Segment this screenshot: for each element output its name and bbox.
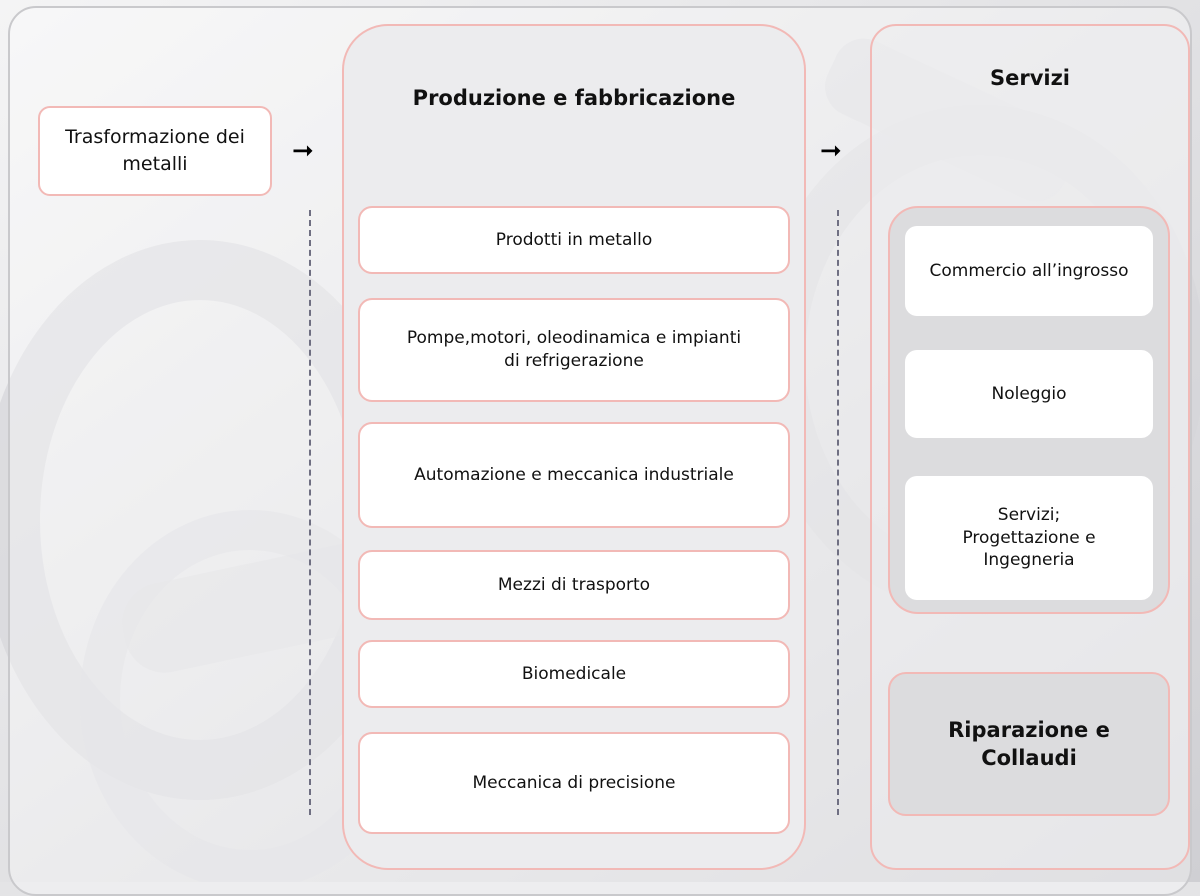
servizi-item-label: Commercio all’ingrosso [929,260,1129,281]
riparazione-label-line2: Collaudi [981,746,1077,770]
dashed-separator-left [309,210,311,815]
produzione-item: Biomedicale [358,640,790,708]
servizi-item-label: Noleggio [991,383,1067,404]
produzione-item: Pompe,motori, oleodinamica e impianti di… [358,298,790,402]
produzione-item: Prodotti in metallo [358,206,790,274]
produzione-item: Mezzi di trasporto [358,550,790,620]
trasformazione-label-line2: metalli [122,153,188,175]
produzione-item: Meccanica di precisione [358,732,790,834]
servizi-item: Noleggio [905,350,1153,438]
trasformazione-label-line1: Trasformazione dei [65,126,245,149]
arrow-right-icon: ➞ [820,136,842,166]
servizi-item-label-line2: Progettazione e [962,527,1096,548]
produzione-item: Automazione e meccanica industriale [358,422,790,528]
dashed-separator-right [837,210,839,815]
arrow-right-icon: ➞ [292,136,314,166]
trasformazione-box: Trasformazione dei metalli [38,106,272,196]
produzione-item-label: Automazione e meccanica industriale [414,464,734,485]
produzione-item-label: Meccanica di precisione [472,772,676,793]
servizi-title: Servizi [989,66,1071,90]
servizi-item: Servizi; Progettazione e Ingegneria [905,476,1153,600]
produzione-item-label: Pompe,motori, oleodinamica e impianti [406,328,742,349]
riparazione-box: Riparazione e Collaudi [888,672,1170,816]
produzione-item-label: Biomedicale [521,663,627,684]
produzione-item-label: Prodotti in metallo [495,229,653,250]
servizi-item-label-line3: Ingegneria [983,550,1075,571]
servizi-item: Commercio all’ingrosso [905,226,1153,316]
produzione-title: Produzione e fabbricazione [412,86,736,110]
riparazione-label-line1: Riparazione e [948,717,1110,742]
produzione-item-label-line2: di refrigerazione [504,351,644,371]
servizi-item-label: Servizi; [997,504,1061,525]
produzione-item-label: Mezzi di trasporto [497,574,651,595]
